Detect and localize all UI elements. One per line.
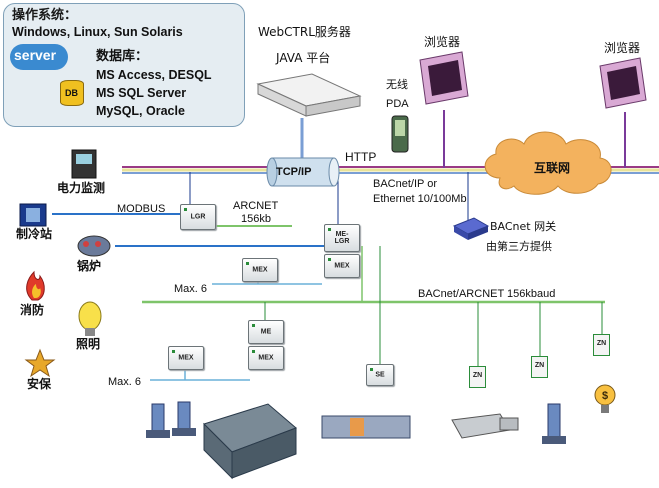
browser-label-2: 浏览器: [604, 41, 641, 55]
zn-module-3: ZN: [593, 334, 610, 356]
bacnet-ip-label: BACnet/IP or: [373, 178, 437, 190]
chiller-label: 制冷站: [16, 227, 53, 241]
security-label: 安保: [27, 377, 52, 391]
ethernet-label: Ethernet 10/100Mb: [373, 193, 467, 205]
me-module: ME: [248, 320, 284, 344]
pda-icon: [391, 115, 409, 153]
svg-text:$: $: [602, 390, 608, 402]
me-lgr-module: ME-LGR: [324, 224, 360, 252]
gateway-label-1: BACnet 网关: [490, 220, 557, 233]
tcpip-label: TCP/IP: [276, 166, 312, 178]
gateway-label-2: 由第三方提供: [486, 240, 552, 253]
bacnet-gateway-icon: [452, 217, 490, 240]
os-label: 操作系统：: [12, 8, 78, 23]
se-module: SE: [366, 364, 394, 386]
os-list: Windows, Linux, Sun Solaris: [12, 25, 183, 39]
browser-label-1: 浏览器: [424, 35, 461, 49]
power-monitor-icon: [71, 149, 97, 179]
mex-module-4: MEX: [168, 346, 204, 370]
pump-icon-1: [146, 403, 170, 438]
browser-icon-1: [419, 51, 469, 105]
server-badge: [10, 44, 68, 70]
internet-cloud: [484, 131, 612, 195]
browser-icon-2: [599, 57, 647, 109]
zn-module-1: ZN: [469, 366, 486, 388]
db-line-1: MS Access, DESQL: [96, 68, 212, 82]
server-rack-icon: [256, 73, 362, 117]
boiler-icon: [77, 235, 111, 257]
db-line-3: MySQL, Oracle: [96, 104, 185, 118]
pda-label: PDA: [386, 98, 409, 110]
air-handler-icon: [321, 415, 411, 439]
lighting-label: 照明: [76, 337, 101, 351]
security-badge-icon: [24, 348, 56, 378]
db-line-2: MS SQL Server: [96, 86, 187, 100]
tcpip-cylinder: [266, 157, 340, 187]
chiller-icon: [19, 203, 47, 227]
fire-icon: [26, 270, 45, 301]
mex-module-3: MEX: [248, 346, 284, 370]
light-bulb-icon: [78, 301, 102, 336]
vav-box-icon: [451, 413, 519, 439]
lgr-module: LGR: [180, 204, 216, 230]
mex-module-1: MEX: [324, 254, 360, 278]
bacnet-arcnet-label: BACnet/ARCNET 156kbaud: [418, 288, 556, 300]
modbus-label: MODBUS: [117, 203, 166, 215]
database-icon: [60, 80, 84, 106]
chiller-unit-icon: [203, 403, 297, 480]
max6-label-1: Max. 6: [174, 283, 208, 295]
light-bulb-icon-2: $: [594, 384, 616, 413]
database-icon-label: DB: [65, 88, 78, 98]
fire-label: 消防: [20, 303, 45, 317]
arcnet-speed-label: 156kb: [241, 213, 271, 225]
http-label: HTTP: [345, 150, 377, 164]
db-label: 数据库：: [96, 49, 149, 64]
server-badge-label: server: [14, 47, 57, 63]
server-title: WebCTRL服务器: [258, 25, 351, 39]
server-platform: JAVA 平台: [276, 51, 331, 65]
pump-icon-3: [542, 403, 566, 444]
zn-module-2: ZN: [531, 356, 548, 378]
arcnet-label: ARCNET: [233, 200, 279, 212]
internet-label: 互联网: [534, 161, 571, 175]
power-monitor-label: 电力监测: [57, 181, 106, 195]
wireless-label: 无线: [386, 78, 408, 91]
pump-icon-2: [172, 401, 196, 436]
mex-module-2: MEX: [242, 258, 278, 282]
max6-label-2: Max. 6: [108, 376, 142, 388]
boiler-label: 锅炉: [77, 259, 102, 273]
